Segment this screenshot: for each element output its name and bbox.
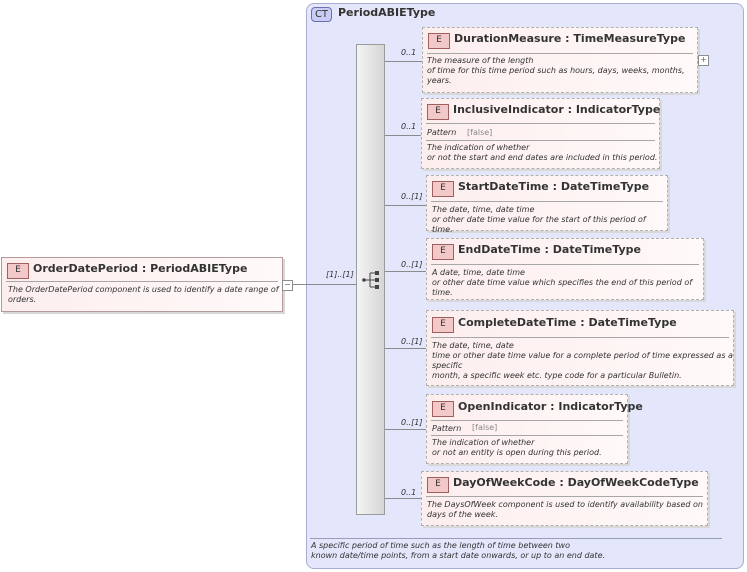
element-separator (431, 420, 623, 421)
element-badge: E (432, 317, 454, 333)
pattern-label: Pattern (427, 128, 457, 137)
element-doc: The indication of whether or not an enti… (432, 438, 602, 457)
element-title: DurationMeasure : TimeMeasureType (454, 32, 685, 45)
element-type: IndicatorType (575, 103, 661, 116)
element-separator (426, 496, 703, 497)
pattern-value: [false] (472, 423, 498, 432)
connector-element (385, 429, 426, 430)
element-type: TimeMeasureType (573, 32, 686, 45)
element-complete-date-time[interactable]: E CompleteDateTime : DateTimeType The da… (426, 310, 734, 386)
element-separator (431, 264, 699, 265)
element-type: DayOfWeekCodeType (567, 476, 699, 489)
element-title: EndDateTime : DateTimeType (458, 243, 641, 256)
element-type: DateTimeType (552, 243, 641, 256)
element-badge: E (7, 263, 29, 279)
element-title: CompleteDateTime : DateTimeType (458, 316, 677, 329)
collapse-toggle[interactable]: − (282, 280, 293, 291)
element-cardinality: 0..1 (401, 488, 417, 497)
root-separator (6, 281, 278, 282)
element-end-date-time[interactable]: E EndDateTime : DateTimeType A date, tim… (426, 238, 704, 300)
element-doc: The date, time, date time or other date … (432, 341, 733, 380)
type-separator: : (544, 243, 549, 256)
element-type: IndicatorType (558, 400, 643, 413)
element-name: DurationMeasure (454, 32, 562, 45)
element-cardinality: 0..1 (401, 122, 417, 131)
element-separator (426, 140, 655, 141)
type-separator: : (565, 32, 570, 45)
element-badge: E (428, 33, 450, 49)
root-element-type: PeriodABIEType (150, 262, 248, 275)
complex-type-badge: CT (311, 7, 332, 22)
connector-element (385, 205, 426, 206)
element-name: CompleteDateTime (458, 316, 577, 329)
element-name: EndDateTime (458, 243, 541, 256)
element-doc: A date, time, date time or other date ti… (432, 268, 693, 297)
type-separator: : (550, 400, 555, 413)
element-badge: E (432, 401, 454, 417)
root-element-box[interactable]: E OrderDatePeriod : PeriodABIEType The O… (1, 257, 283, 312)
element-doc: The date, time, date time or other date … (432, 205, 646, 234)
element-title: OpenIndicator : IndicatorType (458, 400, 643, 413)
element-separator (431, 337, 729, 338)
type-separator: : (552, 180, 558, 193)
connector-ct-sequence (306, 284, 356, 285)
element-type: DateTimeType (560, 180, 650, 193)
complex-type-name: PeriodABIEType (338, 6, 436, 19)
element-cardinality: 0..[1] (401, 192, 423, 201)
element-cardinality: 0..1 (401, 48, 417, 57)
element-title: StartDateTime : DateTimeType (458, 180, 649, 193)
root-element-name: OrderDatePeriod (33, 262, 138, 275)
type-separator: : (141, 262, 147, 275)
root-doc: The OrderDatePeriod component is used to… (8, 285, 279, 304)
element-day-of-week-code[interactable]: E DayOfWeekCode : DayOfWeekCodeType The … (421, 471, 708, 526)
element-separator (431, 201, 663, 202)
element-title: InclusiveIndicator : IndicatorType (453, 103, 660, 116)
element-inclusive-indicator[interactable]: E InclusiveIndicator : IndicatorType Pat… (421, 98, 660, 169)
connector-element (385, 61, 422, 62)
element-name: DayOfWeekCode (453, 476, 556, 489)
element-cardinality: 0..[1] (401, 418, 423, 427)
element-doc: The indication of whether or not the sta… (427, 143, 658, 162)
element-cardinality: 0..[1] (401, 337, 423, 346)
element-separator (431, 435, 623, 436)
element-doc: The DaysOfWeek component is used to iden… (427, 500, 703, 519)
element-name: StartDateTime (458, 180, 549, 193)
element-start-date-time[interactable]: E StartDateTime : DateTimeType The date,… (426, 175, 668, 234)
type-separator: : (580, 316, 585, 329)
element-separator (426, 123, 655, 124)
connector-element (385, 135, 421, 136)
type-separator: : (567, 103, 572, 116)
element-separator (427, 53, 693, 54)
connector-element (385, 271, 426, 272)
connector-element (385, 498, 421, 499)
pattern-value: [false] (467, 128, 493, 137)
element-doc: The measure of the length of time for th… (427, 56, 685, 85)
complex-type-doc: A specific period of time such as the le… (311, 541, 606, 560)
type-separator: : (559, 476, 564, 489)
expand-toggle[interactable]: + (698, 55, 709, 66)
element-badge: E (432, 181, 454, 197)
element-name: InclusiveIndicator (453, 103, 564, 116)
element-name: OpenIndicator (458, 400, 547, 413)
complex-type-separator (310, 538, 722, 539)
pattern-label: Pattern (432, 424, 462, 433)
sequence-cardinality: [1]..[1] (326, 270, 354, 279)
sequence-icon (362, 271, 379, 289)
element-open-indicator[interactable]: E OpenIndicator : IndicatorType Pattern … (426, 394, 643, 464)
connector-root-ct (292, 284, 306, 285)
connector-element (385, 348, 426, 349)
element-badge: E (432, 244, 454, 260)
element-type: DateTimeType (588, 316, 677, 329)
element-title: DayOfWeekCode : DayOfWeekCodeType (453, 476, 699, 489)
element-badge: E (427, 104, 449, 120)
element-badge: E (427, 477, 449, 493)
root-element-title: OrderDatePeriod : PeriodABIEType (33, 262, 247, 275)
element-duration-measure[interactable]: E DurationMeasure : TimeMeasureType The … (422, 27, 698, 93)
element-cardinality: 0..[1] (401, 260, 423, 269)
